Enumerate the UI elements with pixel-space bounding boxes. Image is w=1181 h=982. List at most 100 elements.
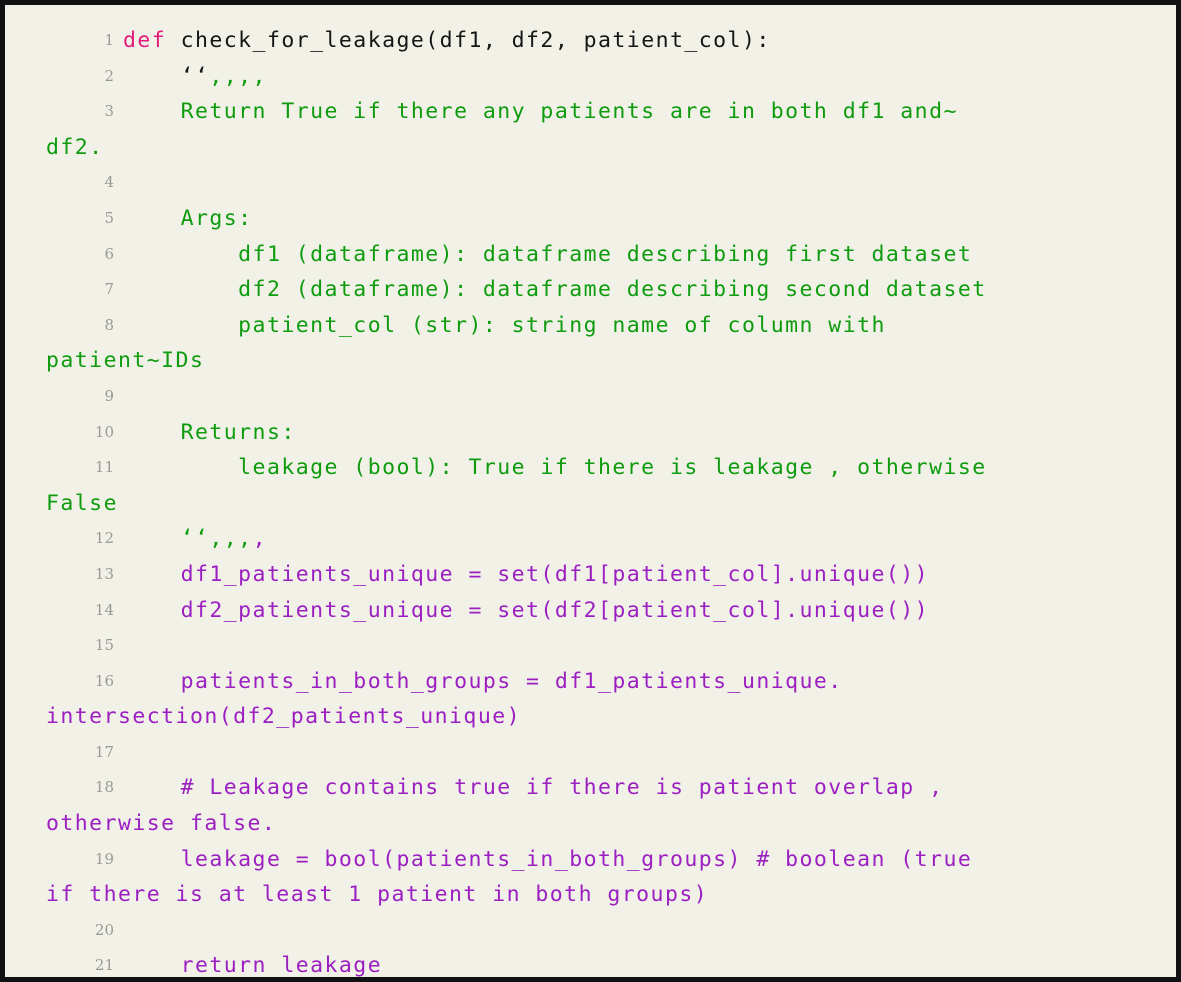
code-token-quote-black: ‘‘ bbox=[180, 63, 210, 89]
code-line-text: patients_in_both_groups = df1_patients_u… bbox=[46, 664, 1176, 735]
code-wrapped-continuation: if there is at least 1 patient in both g… bbox=[46, 882, 709, 908]
code-line-text: Args: bbox=[123, 201, 1176, 237]
code-segment-row: leakage (bool): True if there is leakage… bbox=[123, 450, 1176, 486]
code-token-code bbox=[123, 64, 181, 89]
code-line: 14 df2_patients_unique = set(df2[patient… bbox=[5, 593, 1176, 629]
code-segment-row: patient_col (str): string name of column… bbox=[123, 308, 1176, 344]
code-token-comment: df1_patients_unique = set(df1[patient_co… bbox=[123, 561, 930, 587]
line-wrap-marker-right bbox=[1176, 126, 1181, 163]
line-number: 12 bbox=[94, 529, 114, 548]
line-number: 14 bbox=[94, 600, 114, 619]
code-line-text: patient_col (str): string name of column… bbox=[46, 308, 1176, 379]
line-wrap-marker-left bbox=[0, 126, 5, 163]
line-number: 18 bbox=[94, 778, 114, 797]
code-wrapped-continuation: False bbox=[46, 490, 118, 516]
code-line: 7 df2 (dataframe): dataframe describing … bbox=[5, 272, 1176, 308]
code-line-text: Returns: bbox=[123, 415, 1176, 451]
code-token-string: patient_col (str): string name of column… bbox=[123, 312, 886, 338]
code-segment-row: ‘‘,,,, bbox=[123, 521, 1176, 557]
code-line: 9 bbox=[5, 379, 1176, 415]
code-segment-row: def check_for_leakage(df1, df2, patient_… bbox=[123, 23, 1176, 59]
code-wrapped-continuation: df2. bbox=[46, 134, 104, 160]
code-token-string: Return True if there any patients are in… bbox=[123, 99, 958, 125]
code-wrapped-continuation: patient~IDs bbox=[46, 348, 205, 374]
code-wrapped-continuation: intersection(df2_patients_unique) bbox=[46, 704, 522, 730]
line-number: 8 bbox=[104, 315, 114, 334]
line-number: 20 bbox=[94, 920, 114, 939]
line-wrap-marker-left bbox=[0, 340, 5, 377]
line-wrap-marker-right bbox=[1176, 340, 1181, 377]
code-segment-row: Args: bbox=[123, 201, 1176, 237]
code-line: 12 ‘‘,,,, bbox=[5, 521, 1176, 557]
line-wrap-marker-left bbox=[0, 482, 5, 519]
code-line-text: Return True if there any patients are in… bbox=[46, 94, 1176, 165]
code-listing-body[interactable]: 1 def check_for_leakage(df1, df2, patient… bbox=[5, 5, 1176, 977]
line-number: 2 bbox=[104, 66, 114, 85]
line-number: 3 bbox=[104, 102, 114, 121]
code-line: 5 Args: bbox=[5, 201, 1176, 237]
code-line: 19 leakage = bool(patients_in_both_group… bbox=[5, 842, 1176, 913]
code-line: 3 Return True if there any patients are … bbox=[5, 94, 1176, 165]
line-wrap-marker-left bbox=[0, 874, 5, 911]
code-line: 16 patients_in_both_groups = df1_patient… bbox=[5, 664, 1176, 735]
line-number: 9 bbox=[104, 386, 114, 405]
code-token-string: df1 (dataframe): dataframe describing fi… bbox=[123, 241, 973, 267]
code-token-comment: patients_in_both_groups = df1_patients_u… bbox=[123, 668, 843, 694]
line-wrap-marker-right bbox=[1176, 482, 1181, 519]
code-segment-row: df2_patients_unique = set(df2[patient_co… bbox=[123, 593, 1176, 629]
code-line: 21 return leakage bbox=[5, 948, 1176, 979]
code-token-quote-green: ,,,, bbox=[209, 63, 267, 89]
code-line-text: def check_for_leakage(df1, df2, patient_… bbox=[123, 23, 1176, 59]
code-segment-row: ‘‘,,,, bbox=[123, 59, 1176, 95]
code-token-comment: leakage = bool(patients_in_both_groups) … bbox=[123, 846, 973, 872]
code-line: 6 df1 (dataframe): dataframe describing … bbox=[5, 237, 1176, 273]
code-segment-row: Returns: bbox=[123, 415, 1176, 451]
line-number: 10 bbox=[94, 422, 114, 441]
code-line: 11 leakage (bool): True if there is leak… bbox=[5, 450, 1176, 521]
code-token-code bbox=[123, 526, 181, 551]
code-segment-row: return leakage bbox=[123, 948, 1176, 979]
code-line-text: df2_patients_unique = set(df2[patient_co… bbox=[123, 593, 1176, 629]
line-number: 7 bbox=[104, 280, 114, 299]
code-line: 17 bbox=[5, 735, 1176, 771]
code-line: 15 bbox=[5, 628, 1176, 664]
code-segment-row: leakage = bool(patients_in_both_groups) … bbox=[123, 842, 1176, 878]
code-segment-row: df2 (dataframe): dataframe describing se… bbox=[123, 272, 1176, 308]
code-line-text: leakage (bool): True if there is leakage… bbox=[46, 450, 1176, 521]
code-token-code: check_for_leakage(df1, df2, patient_col)… bbox=[180, 28, 771, 53]
line-number: 19 bbox=[94, 849, 114, 868]
line-number: 1 bbox=[104, 31, 114, 49]
code-line-text: ‘‘,,,, bbox=[123, 59, 1176, 95]
line-wrap-marker-right bbox=[1176, 874, 1181, 911]
code-line: 2 ‘‘,,,, bbox=[5, 59, 1176, 95]
code-token-string: df2 (dataframe): dataframe describing se… bbox=[123, 277, 987, 303]
code-line-text: return leakage bbox=[123, 948, 1176, 979]
code-line-text: df1_patients_unique = set(df1[patient_co… bbox=[123, 557, 1176, 593]
code-token-comment: return leakage bbox=[123, 953, 383, 979]
code-token-quote-purple: , bbox=[252, 526, 267, 552]
code-line: 20 bbox=[5, 913, 1176, 949]
line-number: 5 bbox=[104, 208, 114, 227]
code-line: 10 Returns: bbox=[5, 415, 1176, 451]
code-segment-row: patients_in_both_groups = df1_patients_u… bbox=[123, 664, 1176, 700]
code-segment-row: df1_patients_unique = set(df1[patient_co… bbox=[123, 557, 1176, 593]
line-number: 17 bbox=[94, 742, 114, 761]
code-wrapped-continuation: otherwise false. bbox=[46, 811, 277, 837]
code-segment-row: # Leakage contains true if there is pati… bbox=[123, 770, 1176, 806]
code-token-comment: df2_patients_unique = set(df2[patient_co… bbox=[123, 597, 930, 623]
code-token-quote-green: ‘‘,,, bbox=[180, 526, 253, 552]
code-line: 8 patient_col (str): string name of colu… bbox=[5, 308, 1176, 379]
code-segment-row: df1 (dataframe): dataframe describing fi… bbox=[123, 237, 1176, 273]
line-wrap-marker-left bbox=[0, 696, 5, 733]
code-line-text: # Leakage contains true if there is pati… bbox=[46, 770, 1176, 841]
line-number: 15 bbox=[94, 636, 114, 655]
code-segment-row: Return True if there any patients are in… bbox=[123, 94, 1176, 130]
line-number: 13 bbox=[94, 564, 114, 583]
code-token-string: Args: bbox=[123, 205, 253, 231]
code-token-string: leakage (bool): True if there is leakage… bbox=[123, 455, 987, 481]
line-wrap-marker-right bbox=[1176, 696, 1181, 733]
line-number: 4 bbox=[104, 173, 114, 192]
code-token-string: Returns: bbox=[123, 419, 296, 445]
code-line: 4 bbox=[5, 165, 1176, 201]
